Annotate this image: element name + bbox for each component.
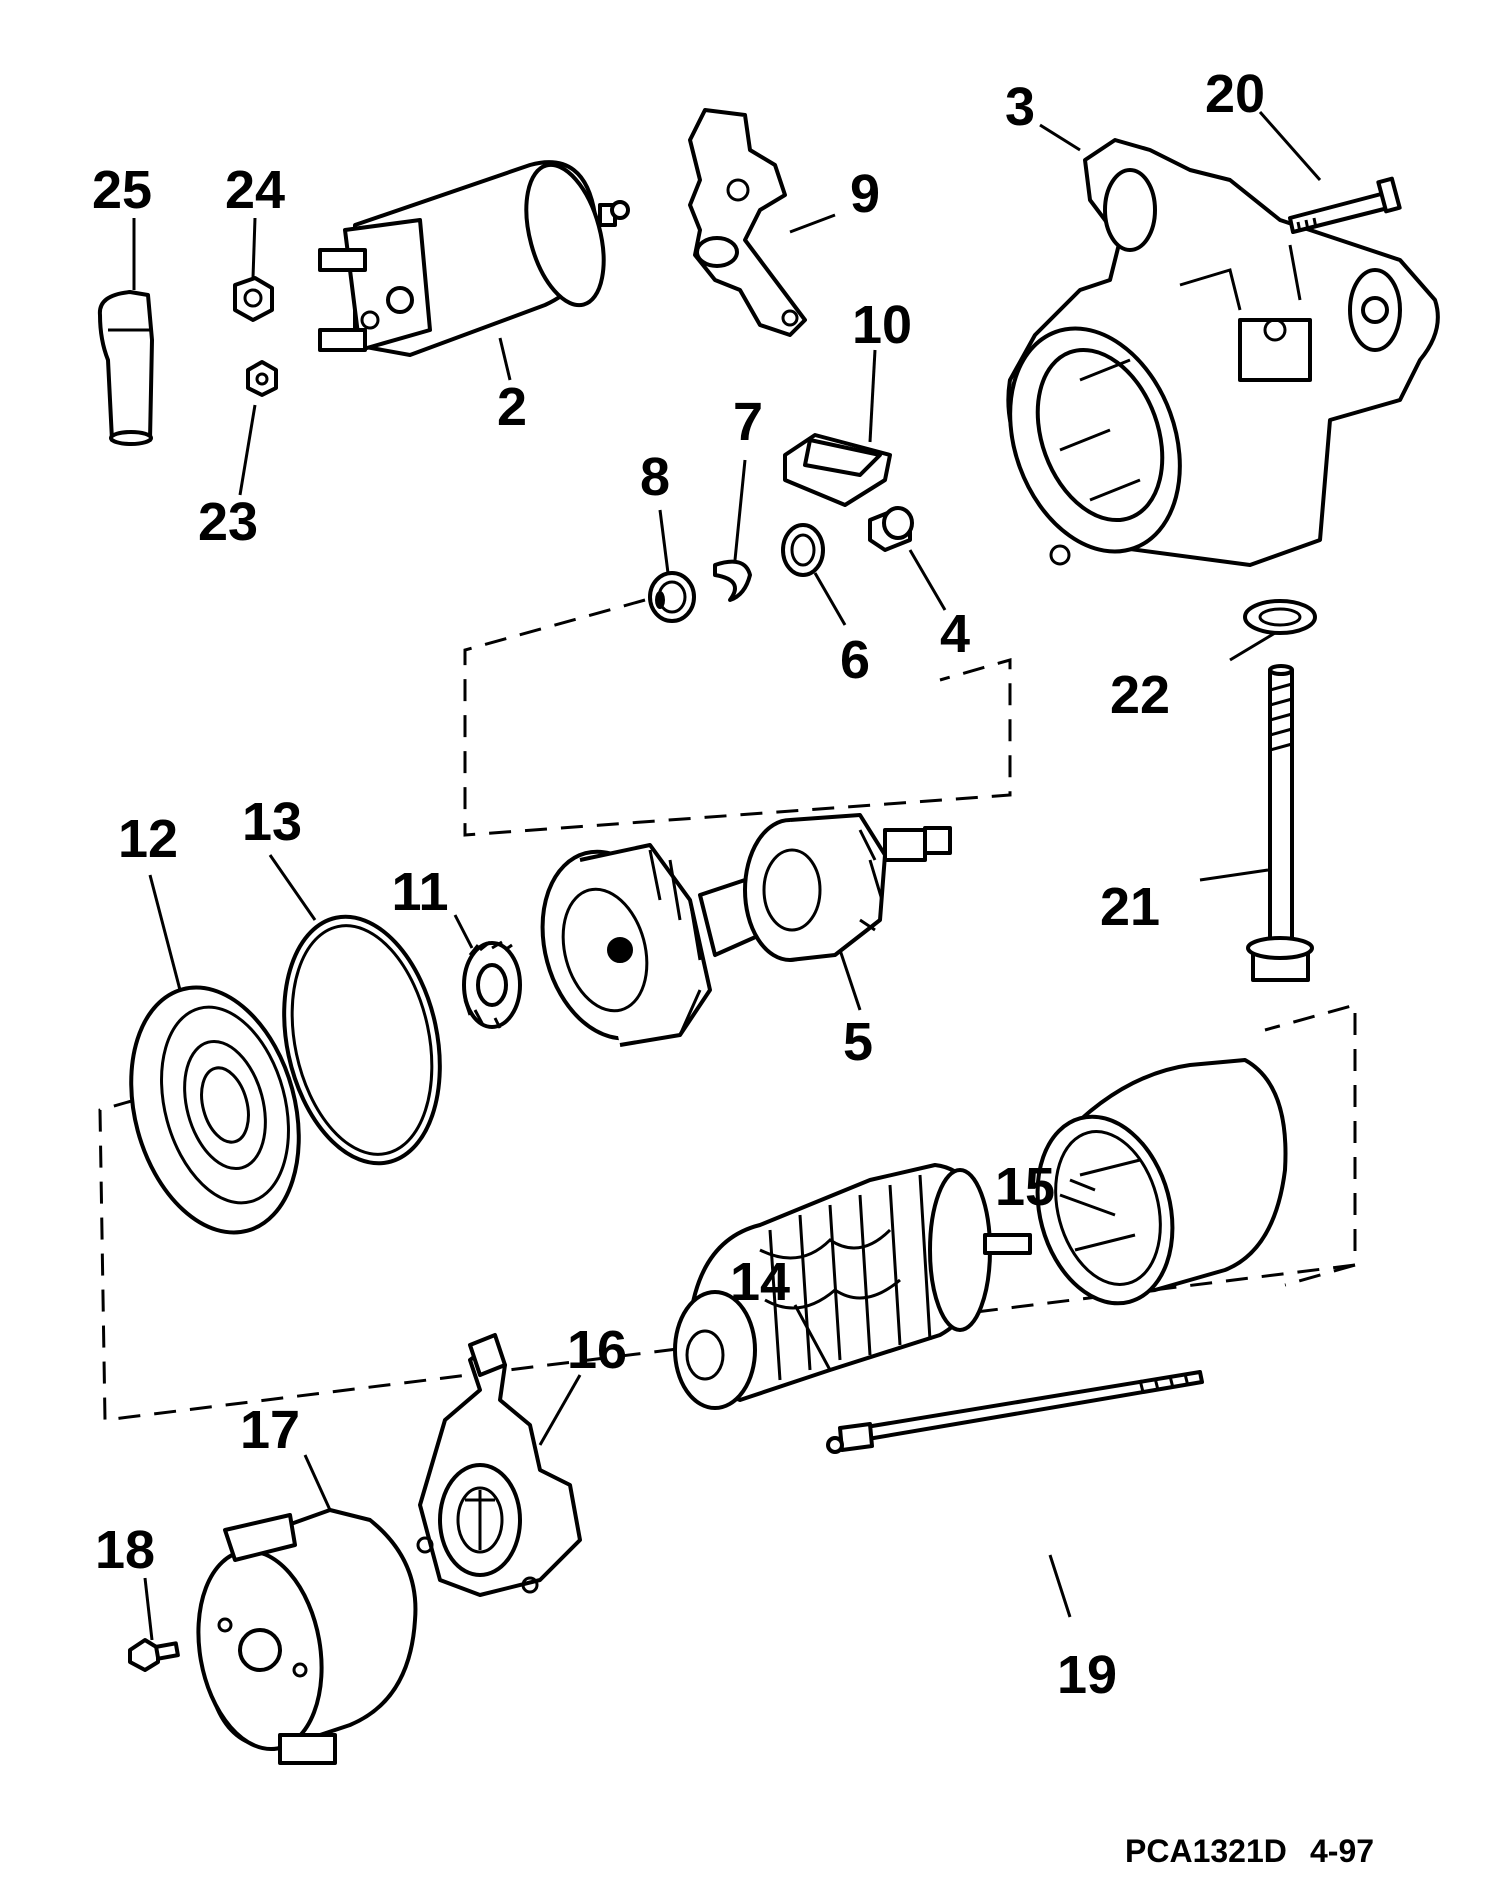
callout-15: 15 bbox=[995, 1157, 1055, 1217]
part-19-through-bolt bbox=[826, 1370, 1204, 1454]
part-21-long-bolt bbox=[1246, 664, 1314, 982]
part-12-end-cover bbox=[129, 985, 301, 1235]
callout-6: 6 bbox=[840, 630, 870, 690]
callout-9: 9 bbox=[850, 164, 880, 224]
part-20-bolt bbox=[1288, 176, 1402, 234]
callout-19: 19 bbox=[1057, 1645, 1117, 1705]
callout-11: 11 bbox=[391, 862, 448, 922]
part-3-drive-housing bbox=[1006, 138, 1440, 567]
callout-16: 16 bbox=[567, 1320, 627, 1380]
part-17-commutator-cover bbox=[196, 1508, 418, 1765]
part-16-brush-holder bbox=[416, 1333, 582, 1597]
callout-8: 8 bbox=[640, 447, 670, 507]
part-2-solenoid bbox=[318, 160, 630, 357]
callout-7: 7 bbox=[733, 392, 763, 452]
part-6-washer bbox=[781, 523, 825, 577]
part-14-armature bbox=[673, 1163, 1032, 1410]
part-10-pad bbox=[783, 433, 892, 507]
part-8-collar bbox=[648, 571, 696, 623]
callout-25: 25 bbox=[92, 160, 152, 220]
callout-2: 2 bbox=[497, 377, 527, 437]
callout-4: 4 bbox=[940, 604, 970, 664]
callout-13: 13 bbox=[242, 792, 302, 852]
callout-14: 14 bbox=[730, 1252, 790, 1312]
callout-20: 20 bbox=[1205, 64, 1265, 124]
callout-12: 12 bbox=[118, 809, 178, 869]
figure-footer: PCA1321D 4-97 bbox=[1125, 1833, 1374, 1869]
part-22-washer bbox=[1243, 599, 1317, 635]
part-5-drive-assembly bbox=[540, 813, 952, 1047]
part-7-retaining-ring bbox=[713, 559, 752, 602]
callout-3: 3 bbox=[1005, 77, 1035, 137]
part-18-screw bbox=[128, 1638, 180, 1672]
callout-5: 5 bbox=[843, 1012, 873, 1072]
part-23-nut bbox=[246, 360, 278, 397]
reference-code: PCA1321D bbox=[1125, 1833, 1287, 1869]
callout-18: 18 bbox=[95, 1520, 155, 1580]
callout-24: 24 bbox=[225, 160, 285, 220]
part-13-o-ring bbox=[282, 914, 442, 1166]
part-9-shift-lever bbox=[688, 108, 807, 337]
part-24-nut bbox=[233, 276, 274, 322]
callout-labels: 25 24 23 2 9 3 20 10 7 8 6 4 22 21 12 13… bbox=[92, 64, 1265, 1705]
leader-lines bbox=[132, 111, 1322, 1641]
part-25-boot bbox=[97, 290, 154, 446]
callout-10: 10 bbox=[852, 295, 912, 355]
revision-date: 4-97 bbox=[1310, 1833, 1374, 1869]
part-11-pinion-gear bbox=[462, 940, 522, 1029]
callout-21: 21 bbox=[1100, 877, 1160, 937]
callout-23: 23 bbox=[198, 492, 258, 552]
part-4-bushing bbox=[868, 506, 914, 552]
callout-17: 17 bbox=[240, 1400, 300, 1460]
callout-22: 22 bbox=[1110, 665, 1170, 725]
